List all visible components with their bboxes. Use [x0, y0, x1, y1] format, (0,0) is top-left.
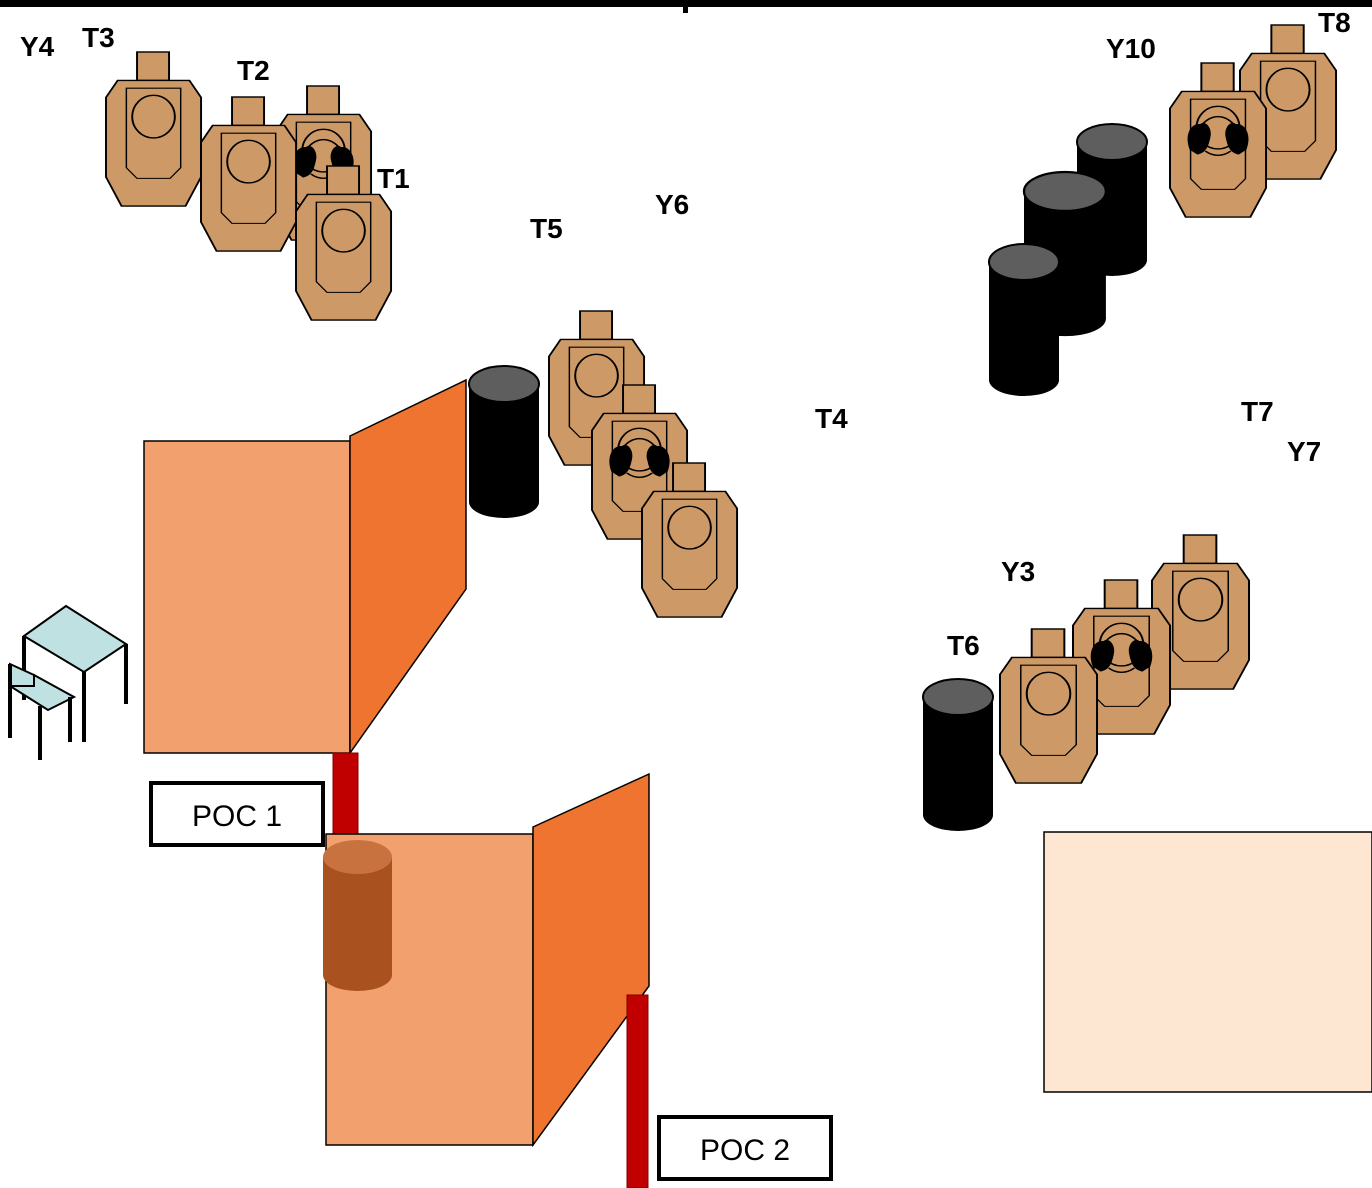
wall-1-front — [143, 440, 351, 754]
top-border-notch — [683, 7, 688, 13]
brown-barrel — [323, 840, 392, 991]
fault-line-2 — [626, 994, 649, 1188]
wall-2-side — [532, 772, 650, 1148]
target-t2 — [200, 96, 298, 253]
label-t1: T1 — [377, 163, 410, 194]
label-t8: T8 — [1318, 7, 1351, 38]
target-group-center — [468, 310, 739, 619]
label-y10: Y10 — [1106, 33, 1156, 64]
top-border — [0, 0, 1372, 7]
barrel — [468, 365, 540, 519]
label-t7: T7 — [1241, 396, 1274, 427]
poc-1-box: POC 1 — [149, 781, 325, 847]
target-t3 — [105, 51, 203, 208]
target-group-top-left — [105, 51, 393, 322]
label-t2: T2 — [237, 55, 270, 86]
label-y7: Y7 — [1287, 436, 1321, 467]
label-y6: Y6 — [655, 189, 689, 220]
label-t3: T3 — [82, 22, 115, 53]
label-t6: T6 — [947, 630, 980, 661]
poc-2-label: POC 2 — [700, 1134, 790, 1167]
target-group-top-right — [988, 24, 1338, 397]
wall-2 — [325, 772, 650, 1148]
label-y4: Y4 — [20, 31, 55, 62]
barrel — [988, 243, 1060, 397]
building-area — [1043, 831, 1372, 1093]
label-y3: Y3 — [1001, 556, 1035, 587]
label-t5: T5 — [530, 213, 563, 244]
target-group-lower-right — [922, 534, 1251, 832]
fault-line-1 — [332, 752, 359, 844]
poc-1-label: POC 1 — [192, 800, 282, 833]
barrel — [922, 678, 994, 832]
label-t4: T4 — [815, 403, 848, 434]
table-top — [22, 604, 128, 674]
table-and-chair — [7, 604, 128, 760]
wall-1-side — [349, 378, 467, 756]
poc-2-box: POC 2 — [657, 1115, 833, 1181]
wall-1 — [143, 378, 467, 756]
